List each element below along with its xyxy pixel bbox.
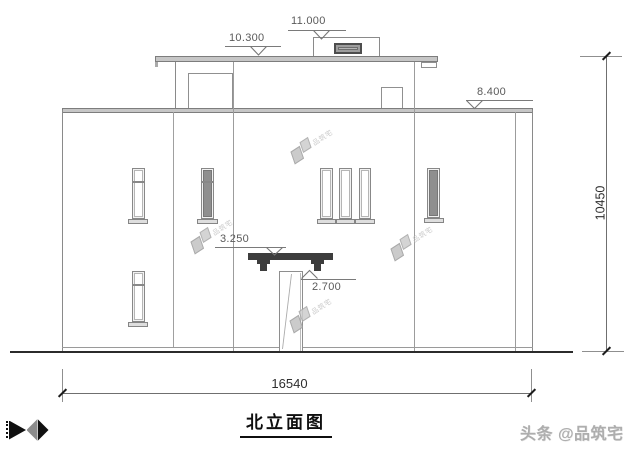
elevation-value: 2.700: [312, 281, 342, 293]
brand-stamp: 品筑宅: [186, 209, 243, 257]
window-center-3: [358, 168, 371, 219]
ground-line: [10, 350, 573, 353]
window-sill: [335, 218, 355, 224]
level-triangle-icon: [313, 30, 330, 40]
penthouse-door: [380, 87, 403, 109]
play-triangle-icon: [9, 420, 26, 440]
window-center-1: [320, 168, 333, 219]
brand-stamp: 品筑宅: [286, 119, 343, 167]
roof-vent-grille: [333, 42, 362, 54]
window-transom: [132, 181, 144, 183]
window-glazing: [203, 170, 212, 217]
credit-watermark: 头条 @品筑宅: [520, 426, 624, 443]
facade-joint-center-left: [233, 61, 234, 351]
slab-right-lip: [421, 61, 437, 68]
window-center-2: [339, 168, 352, 219]
stamp-text: 品筑宅: [211, 219, 235, 238]
extension-line-left: [61, 369, 63, 402]
diamond-right-icon: [37, 419, 49, 441]
penthouse-side-box: [188, 73, 233, 109]
window-right: [427, 168, 440, 218]
extension-line-top: [580, 55, 622, 57]
roof-vent-inner: [337, 46, 358, 50]
window-glazing: [133, 273, 143, 320]
stamp-text: 品筑宅: [310, 298, 334, 317]
window-sill: [355, 218, 375, 224]
window-sill: [423, 218, 444, 223]
entrance-canopy: [248, 252, 333, 260]
window-sill: [316, 218, 336, 224]
window-left-lower: [131, 271, 145, 322]
slab-left-lip: [155, 61, 158, 67]
window-sill: [127, 322, 148, 327]
level-triangle-icon: [266, 247, 283, 256]
canopy-bracket-right-stem: [313, 264, 321, 271]
marker-leader-line: [215, 246, 286, 248]
dimension-line-vertical: [605, 56, 607, 351]
drawing-title: 北立面图: [240, 408, 332, 438]
elevation-value: 10.300: [229, 31, 265, 44]
level-triangle-icon: [301, 269, 318, 279]
penthouse-roof-slab: [155, 56, 438, 62]
canopy-bracket-left: [256, 259, 270, 264]
marker-leader-line: [288, 29, 346, 31]
canopy-bracket-right: [310, 259, 324, 264]
window-sill: [197, 219, 218, 224]
level-triangle-icon: [466, 100, 483, 110]
window-left-upper: [131, 168, 145, 219]
stamp-text: 品筑宅: [411, 226, 435, 245]
marker-leader-line: [225, 45, 281, 47]
window-centerleft: [201, 168, 214, 219]
marker-leader-line: [466, 99, 533, 101]
facade-right-inner-line: [514, 112, 516, 351]
dimension-line-horizontal: [62, 392, 531, 394]
brand-stamp: 品筑宅: [386, 216, 443, 264]
window-glazing: [133, 170, 143, 217]
facade-joint-left: [173, 112, 174, 348]
dimension-width-value: 16540: [271, 376, 308, 391]
dimension-height-value: 10450: [593, 185, 608, 221]
window-glazing: [429, 170, 438, 216]
extension-line-right: [530, 369, 532, 402]
stamp-text: 品筑宅: [311, 129, 335, 148]
window-sill: [127, 219, 148, 224]
window-glazing: [322, 170, 331, 217]
window-transom: [202, 181, 213, 183]
penthouse-left-wall: [175, 61, 176, 109]
facade-right-wall: [532, 110, 534, 351]
window-glazing: [360, 170, 369, 217]
facade-left-wall: [61, 110, 64, 351]
diamond-left-icon: [26, 419, 38, 441]
elevation-value: 3.250: [220, 232, 250, 245]
marker-leader-line: [301, 278, 356, 280]
main-parapet: [61, 108, 533, 113]
canopy-bracket-left-stem: [259, 264, 267, 271]
window-transom: [132, 284, 144, 286]
logo-dotted-edge: [6, 421, 8, 438]
window-glazing: [341, 170, 350, 217]
level-triangle-icon: [250, 46, 267, 56]
elevation-value: 8.400: [477, 85, 507, 98]
elevation-value: 11.000: [291, 15, 326, 27]
facade-joint-center-right: [413, 61, 415, 351]
